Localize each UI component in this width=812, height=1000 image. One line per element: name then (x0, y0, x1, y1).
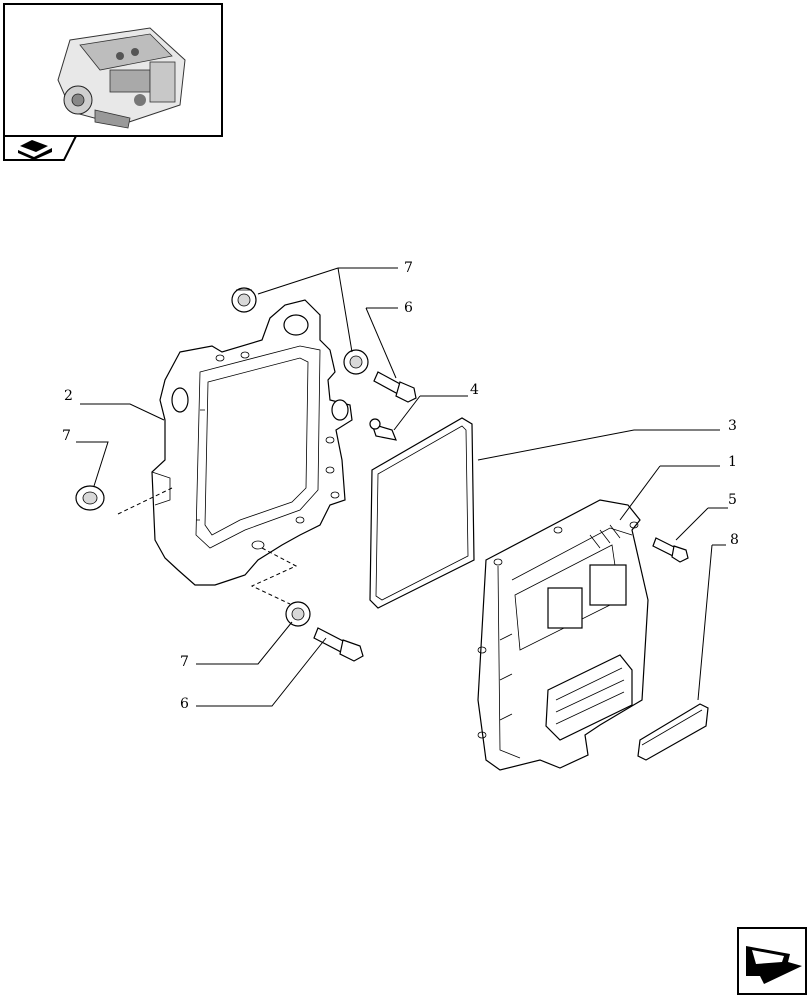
book-icon (18, 140, 52, 160)
ecu-unit (477, 499, 649, 771)
callout-4: 4 (470, 382, 479, 398)
callout-7-bottom: 7 (180, 654, 189, 670)
callout-2: 2 (64, 388, 73, 404)
grommet-bottom (285, 601, 311, 627)
grommet-middle (343, 349, 369, 375)
ecu-mounting-bracket (151, 299, 353, 586)
small-bolt (652, 537, 689, 563)
callout-6-top: 6 (404, 300, 413, 316)
cover-plate (637, 703, 709, 761)
book-tab[interactable] (3, 135, 78, 161)
engine-thumbnail (3, 3, 223, 137)
callout-7-top: 7 (404, 260, 413, 276)
bolt-top (373, 371, 417, 403)
callout-6-bottom: 6 (180, 696, 189, 712)
callout-7-left: 7 (62, 428, 71, 444)
callout-8: 8 (730, 532, 739, 548)
callout-5: 5 (728, 492, 737, 508)
leader-lines (76, 267, 728, 707)
sleeve (369, 418, 397, 441)
gasket (369, 417, 475, 609)
callout-1: 1 (728, 454, 737, 470)
next-page-button[interactable] (737, 927, 807, 995)
grommet-left (75, 485, 105, 511)
engine-thumbnail-icon (57, 27, 186, 129)
bolt-bottom (313, 627, 364, 662)
grommet-top (231, 287, 257, 313)
callout-3: 3 (728, 418, 737, 434)
next-page-arrow-icon (746, 946, 802, 984)
